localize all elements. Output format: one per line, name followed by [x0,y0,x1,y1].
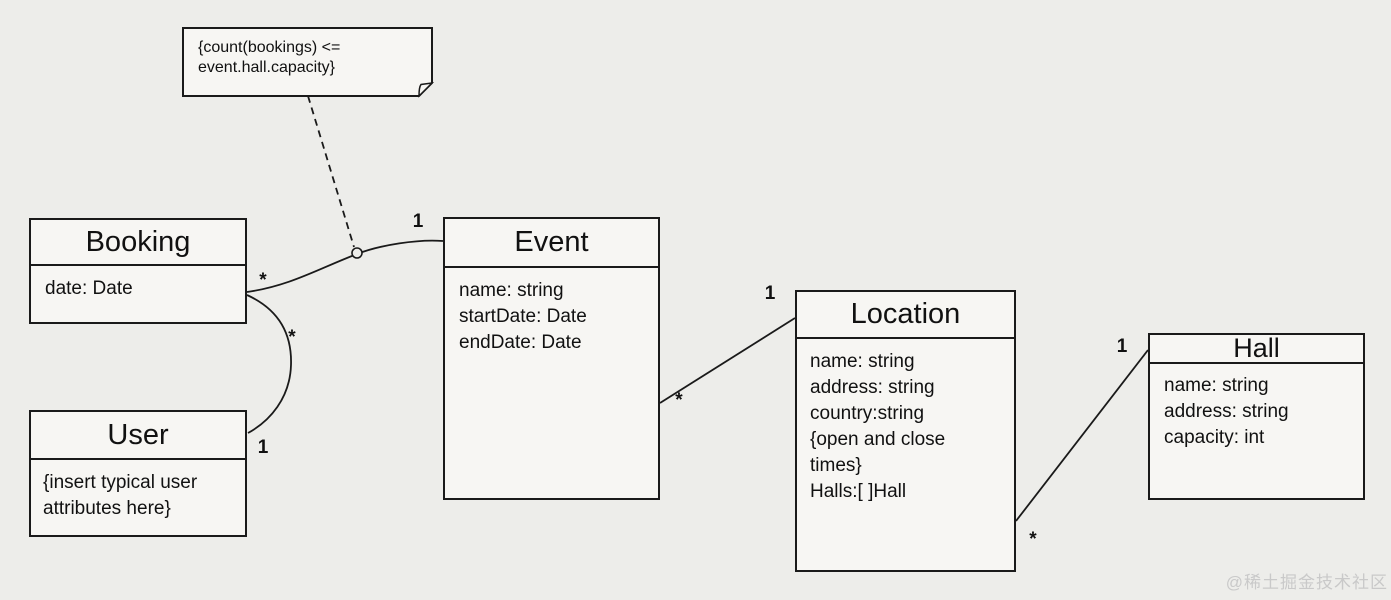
attribute: address: string [810,377,935,398]
multiplicity-booking-user-star: * [288,327,296,348]
class-location-attributes: name: string address: string country:str… [797,339,1014,505]
attribute: name: string [810,351,915,372]
constraint-anchor-dashed-line [307,95,355,248]
class-user: User {insert typical user attributes her… [29,410,247,537]
class-event-attributes: name: string startDate: Date endDate: Da… [445,268,658,356]
class-booking: Booking date: Date [29,218,247,324]
attribute: address: string [1164,401,1289,422]
constraint-note-line: {count(bookings) <= [198,39,341,56]
multiplicity-location-hall-star: * [1029,529,1037,550]
attribute: {insert typical user [43,472,198,493]
event-location-association [659,317,796,404]
attribute: startDate: Date [459,306,587,327]
attribute: capacity: int [1164,427,1265,448]
booking-event-association [246,239,444,293]
class-hall-name: Hall [1150,333,1363,364]
class-hall-attributes: name: string address: string capacity: i… [1150,364,1363,451]
multiplicity-booking-user-one: 1 [257,437,269,458]
constraint-attachment-circle [351,247,363,259]
multiplicity-booking-event-one: 1 [412,211,424,232]
class-event-name: Event [445,219,658,268]
location-hall-association [1015,349,1149,522]
watermark-text: @稀土掘金技术社区 [1225,573,1388,592]
class-booking-attributes: date: Date [31,266,245,302]
attribute: {open and close [810,429,946,450]
constraint-note-line: event.hall.capacity} [198,59,335,76]
class-booking-name: Booking [31,220,245,266]
booking-user-association [246,294,292,434]
attribute: name: string [459,280,564,301]
class-user-name: User [31,412,245,460]
multiplicity-event-location-star: * [675,390,683,411]
attribute: date: Date [45,278,133,299]
multiplicity-booking-event-star: * [259,270,267,291]
multiplicity-location-hall-one: 1 [1116,336,1128,357]
constraint-note-text: {count(bookings) <= event.hall.capacity} [198,38,423,78]
class-location-name: Location [797,292,1014,339]
attribute: name: string [1164,375,1269,396]
class-event: Event name: string startDate: Date endDa… [443,217,660,500]
multiplicity-event-location-one: 1 [764,283,776,304]
attribute: times} [810,455,862,476]
class-hall: Hall name: string address: string capaci… [1148,333,1365,500]
attribute: endDate: Date [459,332,582,353]
attribute: country:string [810,403,925,424]
attribute: attributes here} [43,498,171,519]
class-user-attributes: {insert typical user attributes here} [31,460,245,522]
attribute: Halls:[ ]Hall [810,481,907,502]
class-location: Location name: string address: string co… [795,290,1016,572]
note-fold-corner [418,81,435,98]
